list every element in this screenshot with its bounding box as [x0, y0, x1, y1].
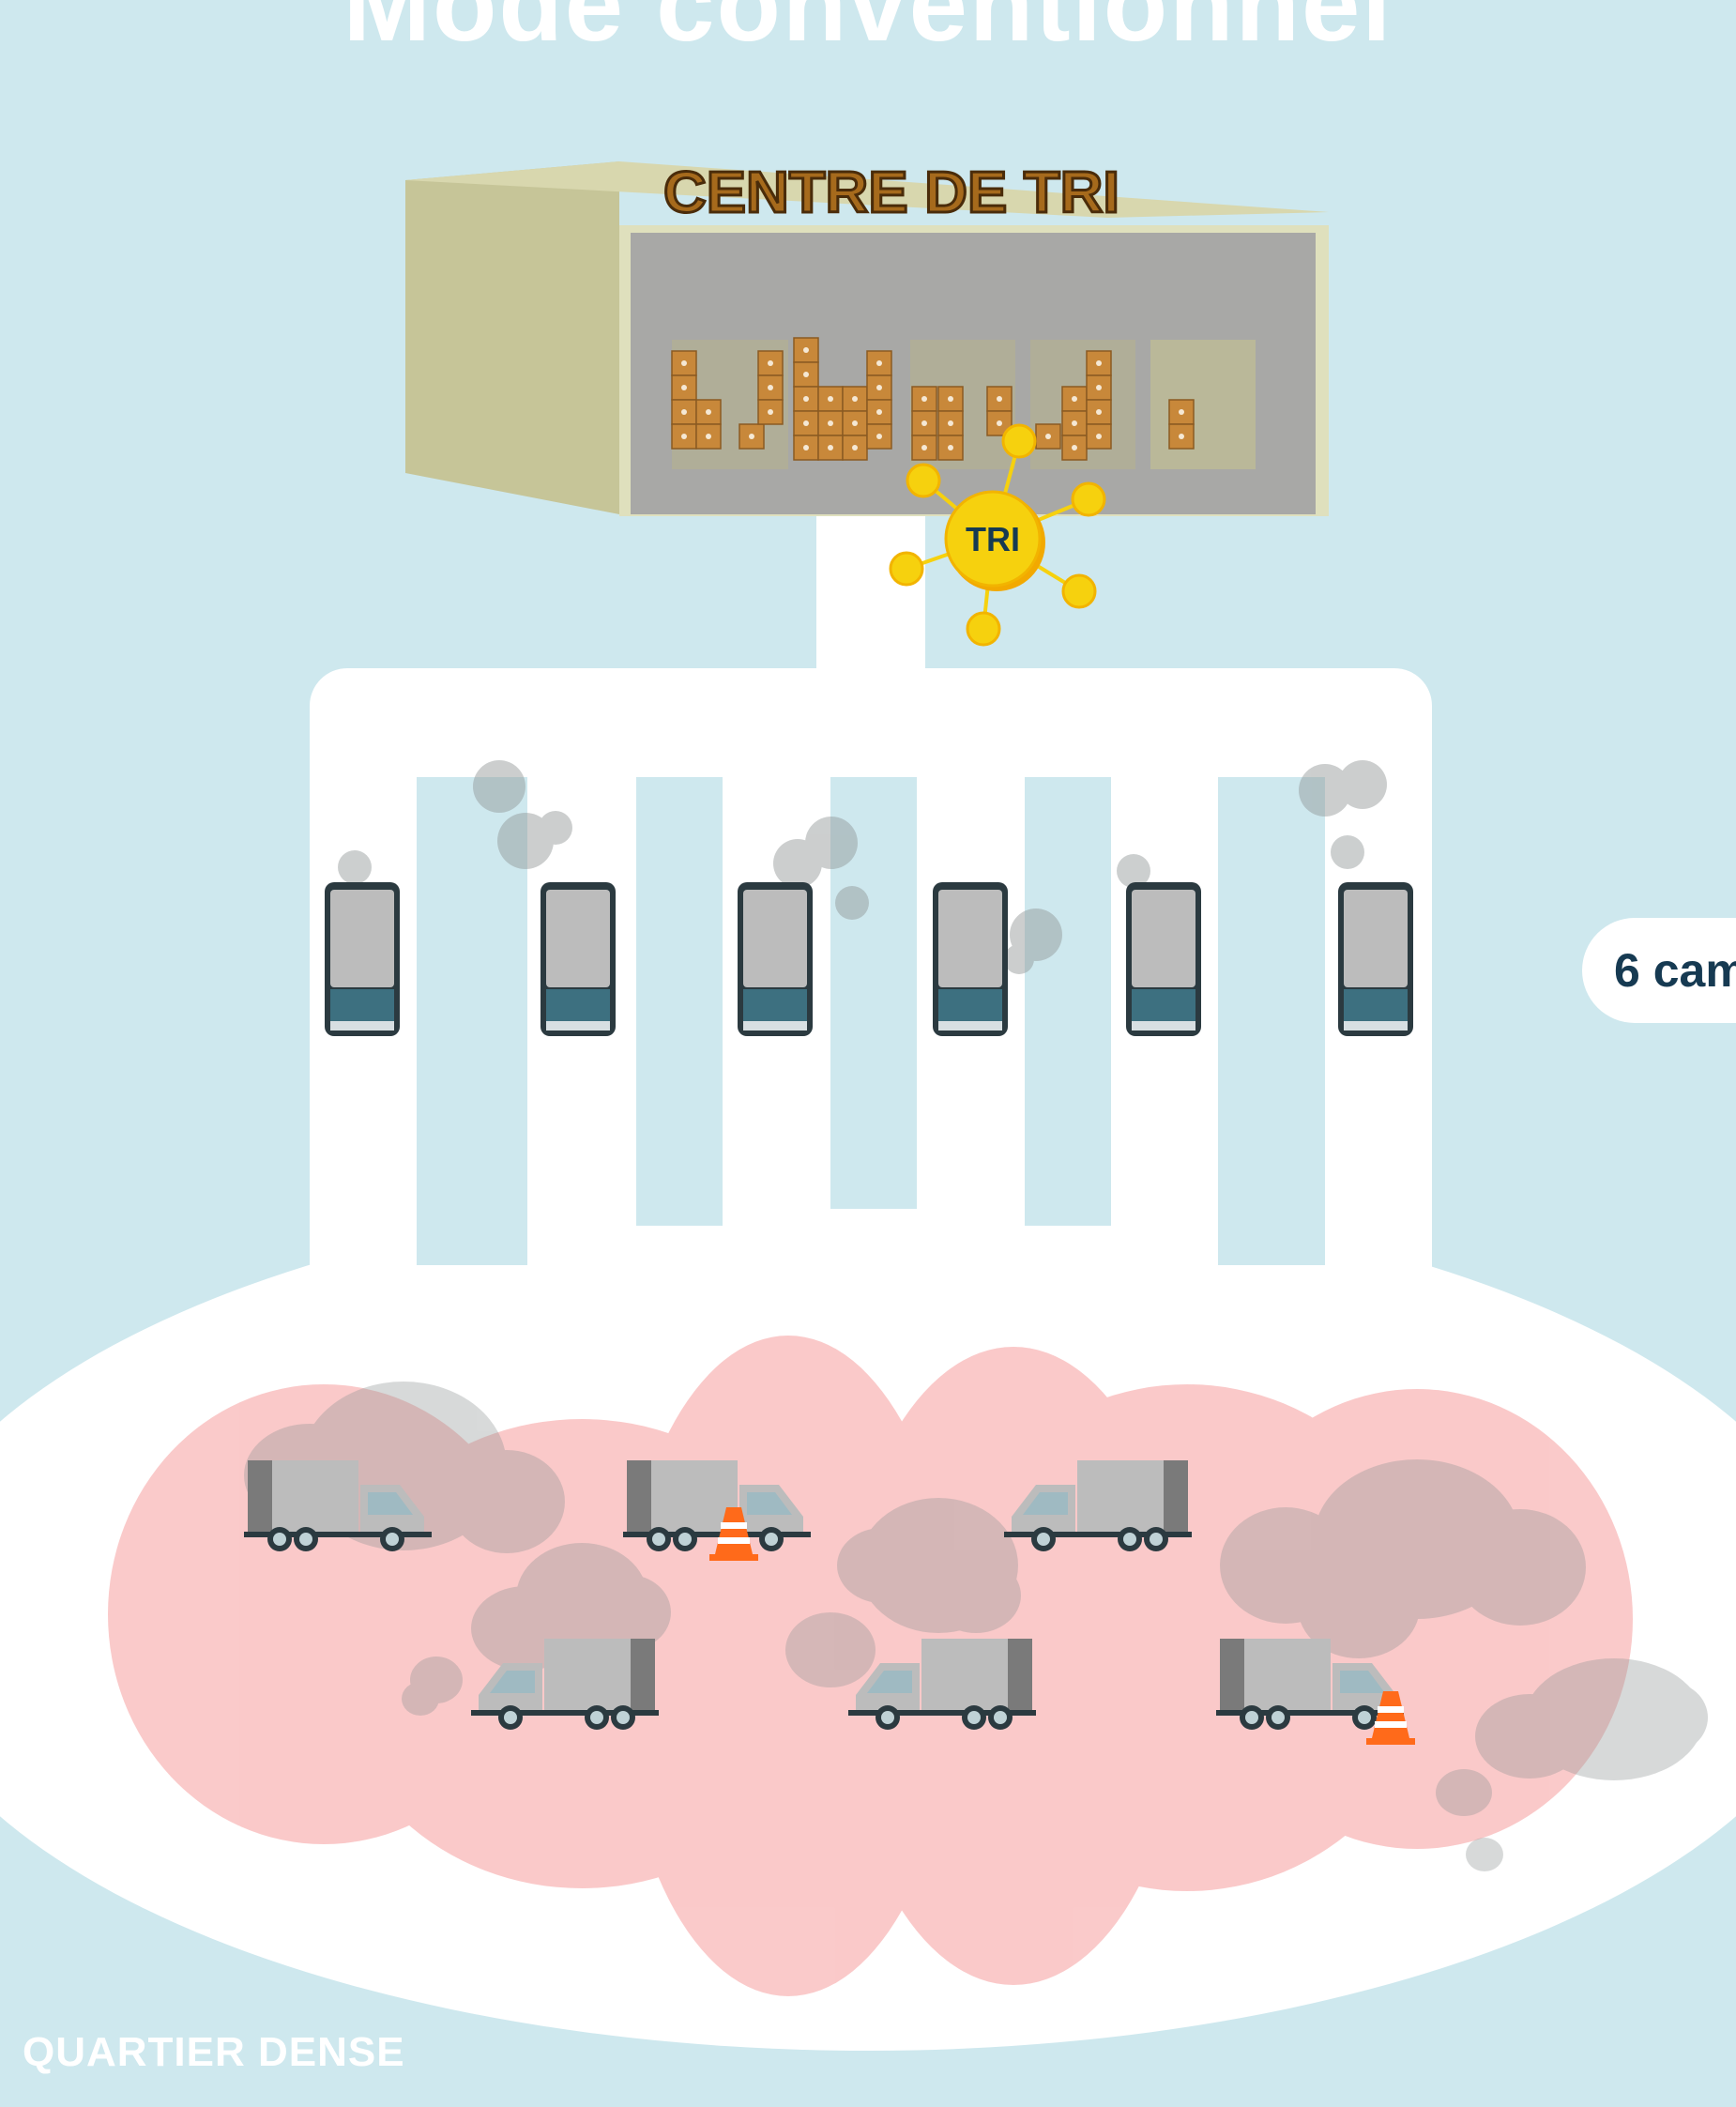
truck-icon — [1126, 882, 1201, 1036]
truck-count-badge: 6 camions — [1582, 918, 1736, 1023]
road-network — [0, 469, 1736, 2051]
truck-icon — [1338, 882, 1413, 1036]
truck-icon — [933, 882, 1008, 1036]
smoke-cloud-icon — [244, 1382, 1708, 1871]
page-title: Mode conventionnel — [343, 0, 1393, 63]
district-label: QUARTIER DENSE — [23, 2029, 405, 2075]
sort-hub-icon: TRI — [889, 423, 1106, 647]
smoke-cloud-icon — [338, 760, 1387, 974]
sort-hub-label: TRI — [966, 520, 1020, 558]
truck-icon — [541, 882, 616, 1036]
warehouse-icon: CENTRE DE TRI — [405, 160, 1329, 516]
depot-sign: CENTRE DE TRI — [663, 160, 1119, 225]
truck-icon — [325, 882, 400, 1036]
truck-icon — [738, 882, 813, 1036]
